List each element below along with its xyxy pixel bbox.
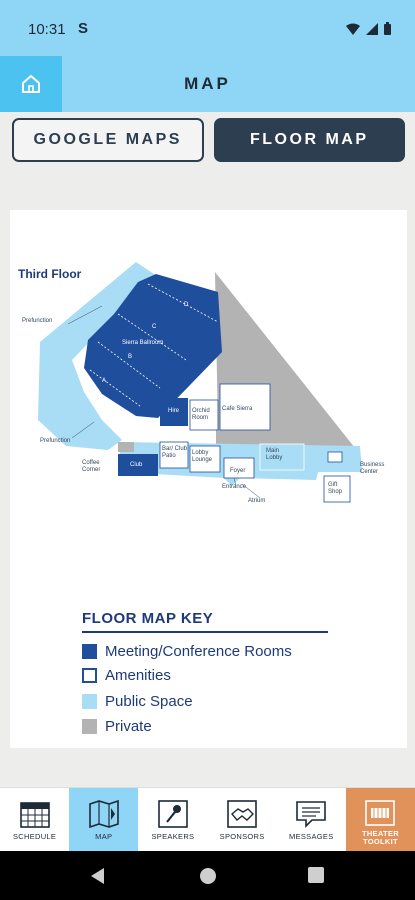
club-room[interactable] xyxy=(118,454,158,476)
nav-speakers[interactable]: SPEAKERS xyxy=(138,788,207,851)
label-atrium: Atrium xyxy=(248,498,266,504)
key-row-private: Private xyxy=(82,718,152,735)
key-label-meeting: Meeting/Conference Rooms xyxy=(105,643,292,660)
key-row-meeting: Meeting/Conference Rooms xyxy=(82,643,292,660)
nav-label-schedule: SCHEDULE xyxy=(12,832,57,841)
label-lobby-lounge: Lobby Lounge xyxy=(192,450,213,463)
public-space-prefunction xyxy=(38,262,160,450)
main-lobby[interactable] xyxy=(259,443,305,471)
microphone-icon xyxy=(158,800,188,828)
hire-room[interactable] xyxy=(160,398,188,426)
label-prefunction-top: Prefunction xyxy=(22,318,53,324)
theater-icon xyxy=(365,800,396,826)
nav-label-speakers: SPEAKERS xyxy=(151,832,195,841)
home-nav-icon[interactable] xyxy=(199,867,217,885)
key-row-amenities: Amenities xyxy=(82,667,171,684)
label-prefunction-bottom: Prefunction xyxy=(40,438,71,444)
calendar-icon xyxy=(19,802,50,828)
swatch-private xyxy=(82,719,97,734)
recents-icon[interactable] xyxy=(308,867,324,883)
cafe-sierra[interactable] xyxy=(219,383,271,431)
system-nav-bar xyxy=(0,851,415,900)
gift-shop[interactable] xyxy=(323,475,351,503)
key-label-private: Private xyxy=(105,718,152,735)
back-icon[interactable] xyxy=(90,867,106,885)
nav-label-sponsors: SPONSORS xyxy=(219,832,265,841)
signal-icon xyxy=(366,22,378,35)
floor-plan[interactable] xyxy=(10,210,407,530)
nav-sponsors[interactable]: SPONSORS xyxy=(208,788,277,851)
key-row-public: Public Space xyxy=(82,693,193,710)
nav-label-map: MAP xyxy=(95,832,113,841)
label-room-b: B xyxy=(128,354,133,360)
page-title: MAP xyxy=(184,74,231,93)
label-main-lobby: Main Lobby xyxy=(266,448,283,461)
label-hire: Hire xyxy=(168,408,180,414)
swatch-public xyxy=(82,694,97,709)
bottom-nav: SCHEDULE MAP SPEAKERS SPONSOR xyxy=(0,787,415,851)
home-button[interactable] xyxy=(0,56,62,112)
label-foyer: Foyer xyxy=(230,468,246,474)
lobby-lounge[interactable] xyxy=(189,445,221,473)
swatch-amenities xyxy=(82,668,97,683)
tab-google-maps[interactable]: GOOGLE MAPS xyxy=(12,118,204,162)
key-underline xyxy=(82,631,328,633)
label-room-d: D xyxy=(184,302,189,308)
label-entrance: Entrance xyxy=(222,484,247,490)
handshake-icon xyxy=(227,800,257,828)
sync-icon: S xyxy=(78,20,89,37)
nav-schedule[interactable]: SCHEDULE xyxy=(0,788,69,851)
map-icon xyxy=(88,800,119,828)
map-tabs: GOOGLE MAPS FLOOR MAP xyxy=(12,118,405,162)
label-cafe: Cafe Sierra xyxy=(222,406,253,412)
nav-theater-toolkit[interactable]: THEATER TOOLKIT xyxy=(345,788,415,851)
label-room-c: C xyxy=(152,324,157,330)
battery-icon xyxy=(384,22,391,35)
orchid-room[interactable] xyxy=(189,399,219,431)
label-gift: Gift Shop xyxy=(328,482,343,495)
message-icon xyxy=(296,801,327,828)
bar-club-patio[interactable] xyxy=(159,441,189,469)
sierra-ballroom[interactable] xyxy=(84,274,222,418)
label-orchid: Orchid Room xyxy=(192,408,210,421)
nav-label-messages: MESSAGES xyxy=(289,832,334,841)
wifi-icon xyxy=(346,23,360,35)
business-center[interactable] xyxy=(327,451,343,463)
nav-label-theater-toolkit: THEATER TOOLKIT xyxy=(361,829,399,846)
floor-map-key-title: FLOOR MAP KEY xyxy=(82,610,214,627)
status-icons xyxy=(346,22,391,35)
label-business: Business Center xyxy=(360,462,385,475)
label-room-a: A xyxy=(102,378,107,384)
nav-messages[interactable]: MESSAGES xyxy=(277,788,346,851)
floor-title: Third Floor xyxy=(18,267,82,281)
floor-map-card: Third Floor Prefunction Prefunction Sier… xyxy=(10,210,407,748)
app-header: MAP xyxy=(0,56,415,112)
nav-map[interactable]: MAP xyxy=(69,788,139,851)
foyer[interactable] xyxy=(223,457,255,479)
home-icon xyxy=(22,75,40,93)
label-bar: Bar/ Club Patio xyxy=(162,446,188,459)
key-label-amenities: Amenities xyxy=(105,667,171,684)
swatch-meeting xyxy=(82,644,97,659)
coffee-corner[interactable] xyxy=(118,442,134,452)
status-time: 10:31 xyxy=(28,21,66,38)
key-label-public: Public Space xyxy=(105,693,193,710)
label-club: Club xyxy=(130,462,143,468)
label-coffee: Coffee Corner xyxy=(82,460,101,473)
tab-floor-map[interactable]: FLOOR MAP xyxy=(213,118,405,162)
status-bar: 10:31 S xyxy=(0,0,415,56)
label-ballroom: Sierra Ballroom xyxy=(122,340,164,346)
